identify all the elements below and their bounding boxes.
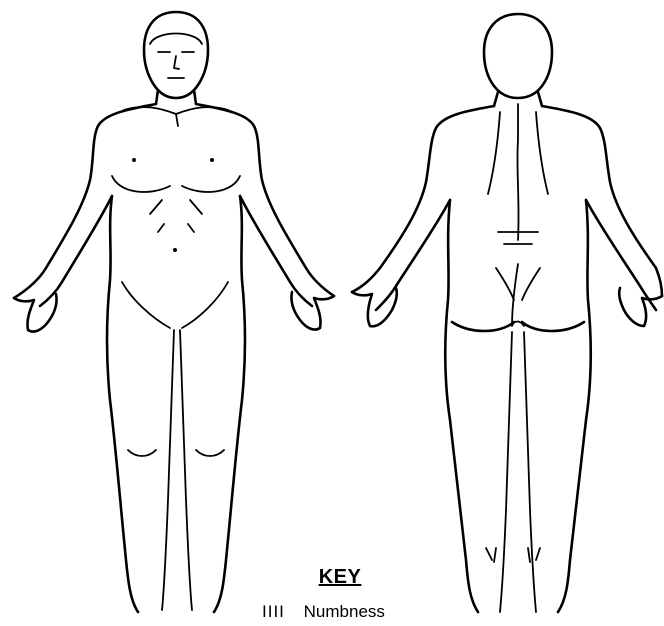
back-spine	[517, 104, 518, 240]
back-leg-divider	[500, 332, 536, 612]
front-inner-arm-right	[240, 196, 312, 306]
back-buttocks	[452, 322, 584, 331]
back-hips	[496, 268, 540, 300]
front-figure	[14, 12, 334, 612]
front-hairline	[150, 34, 202, 45]
back-body-outline	[352, 106, 662, 296]
front-navel	[173, 248, 177, 252]
numbness-label: Numbness	[304, 602, 385, 621]
front-abdomen	[150, 200, 202, 232]
back-gluteal-cleft	[512, 264, 524, 326]
front-hand-right	[291, 292, 334, 330]
front-knees	[128, 450, 224, 456]
front-leg-divider	[162, 330, 192, 610]
front-groin	[122, 282, 228, 328]
front-body-outline	[14, 104, 334, 298]
back-torso-right	[558, 200, 591, 612]
front-head	[144, 12, 208, 98]
back-head	[484, 14, 552, 98]
front-torso-right	[214, 196, 245, 612]
key-item-numbness: IIII Numbness	[262, 602, 385, 622]
numbness-symbol: IIII	[262, 602, 285, 622]
back-figure	[352, 14, 662, 612]
front-nose	[174, 56, 179, 69]
front-nipple-right	[210, 158, 214, 162]
back-torso-left	[445, 200, 478, 612]
front-hand-left	[14, 294, 57, 332]
back-hand-right	[619, 288, 662, 326]
front-chest	[112, 176, 240, 192]
front-sternum	[176, 114, 178, 126]
key-title: KEY	[300, 566, 380, 589]
front-inner-arm-left	[40, 196, 112, 306]
front-torso-left	[107, 196, 138, 612]
front-nipple-left	[132, 158, 136, 162]
